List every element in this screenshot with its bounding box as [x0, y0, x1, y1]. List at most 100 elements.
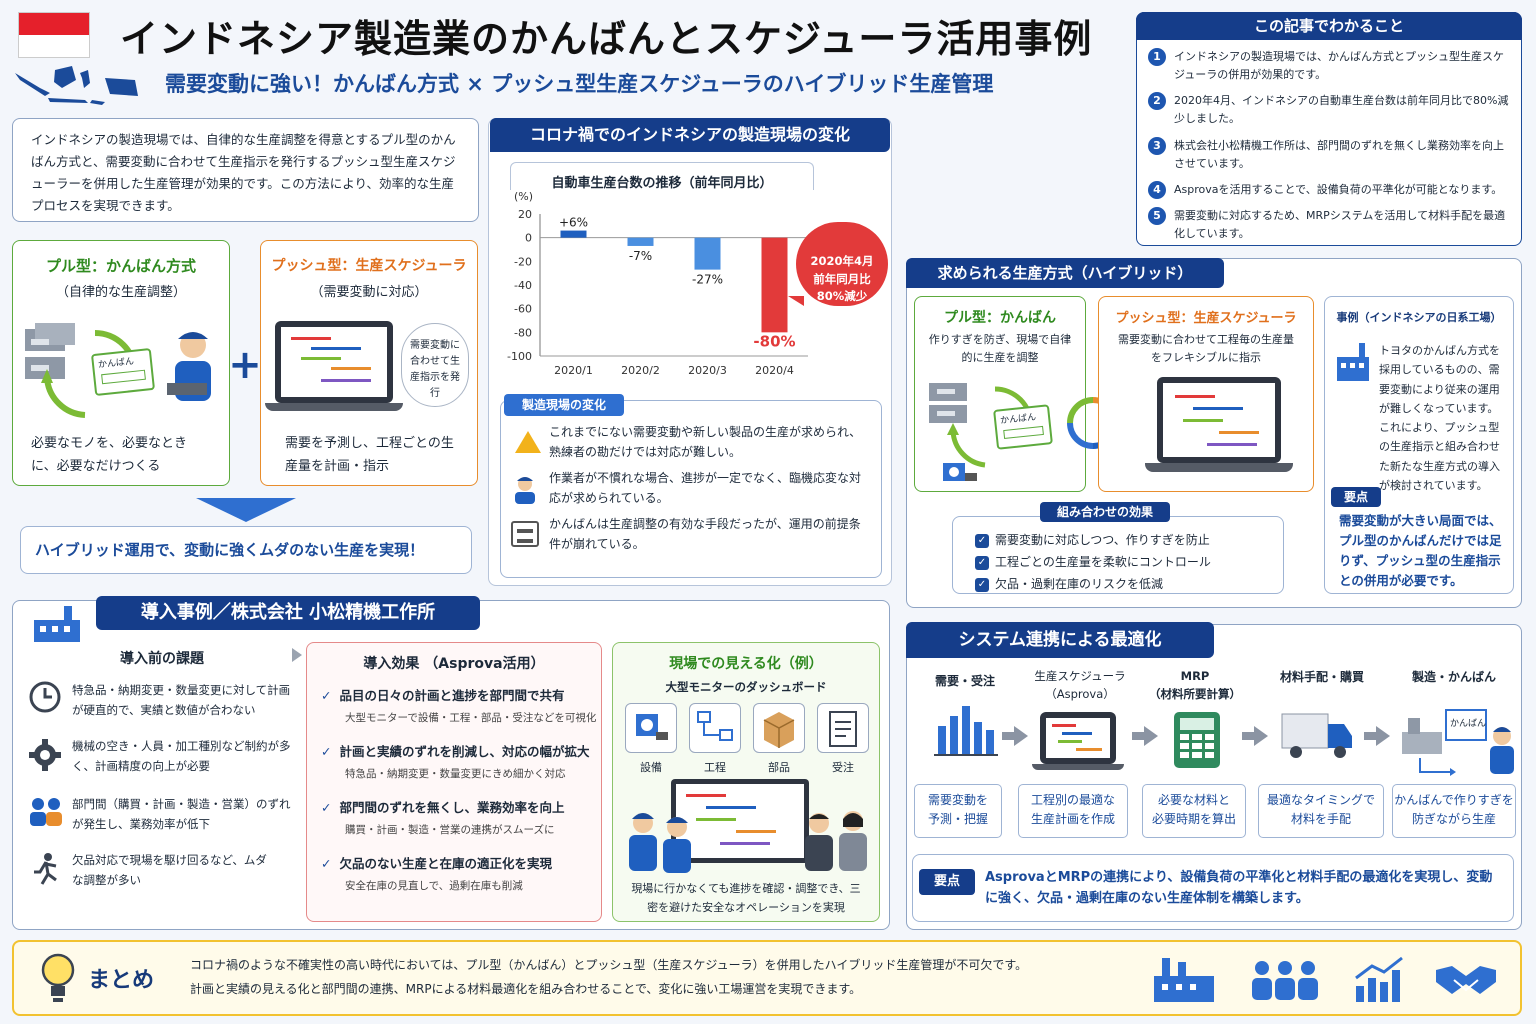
visual-item-3: 部品	[768, 761, 790, 774]
intro-text: インドネシアの製造現場では、自律的な生産調整を得意とするプル型のかんばん方式と、…	[31, 132, 456, 213]
y-tick-label: -100	[507, 350, 532, 363]
list-item: ✓品目の日々の計画と進捗を部門間で共有大型モニターで設備・工程・部品・受注などを…	[321, 688, 597, 724]
data-label: -27%	[692, 273, 723, 287]
equipment-icon	[625, 703, 677, 753]
visual-subtitle: 大型モニターのダッシュボード	[665, 680, 827, 694]
factory-kanban-icon	[1402, 709, 1514, 776]
matome-title: まとめ	[88, 968, 155, 993]
y-tick-label: -80	[514, 326, 532, 339]
hybrid-result-box: ハイブリッド運用で、変動に強くムダのない生産を実現！	[20, 526, 472, 574]
data-label: +6%	[559, 216, 588, 230]
effect-title: 組み合わせの効果	[1040, 502, 1170, 522]
clock-icon	[29, 681, 61, 713]
effect-list: ✓需要変動に対応しつつ、作りすぎを防止 ✓工程ごとの生産量を柔軟にコントロール …	[975, 529, 1211, 596]
visual-item-2: 工程	[704, 761, 726, 774]
kanban-card: かんばん	[90, 347, 156, 397]
chart-frame	[510, 162, 814, 190]
worker-icon	[167, 332, 211, 401]
y-axis-label: (%)	[514, 190, 533, 203]
matome-line-1: コロナ禍のような不確実性の高い時代においては、プル型（かんばん）とプッシュ型（生…	[190, 958, 1028, 972]
laptop-base	[1032, 764, 1124, 770]
people-icon	[30, 798, 62, 826]
check-icon: ✓	[975, 533, 989, 548]
flow-arrow-icon	[1132, 726, 1158, 746]
workers-group-icon	[629, 811, 867, 873]
laptop-base	[1145, 463, 1293, 472]
growth-chart-icon	[1355, 956, 1403, 1002]
push-desc: 需要を予測し、工程ごとの生産量を計画・指示	[285, 436, 454, 474]
list-item: ✓計画と実績のずれを削減し、対応の幅が拡大特急品・納期変更・数量変更にきめ細かく…	[321, 744, 590, 780]
case-title: 導入事例／株式会社 小松精機工作所	[96, 596, 480, 630]
y-tick-label: -60	[514, 303, 532, 316]
parts-box-icon	[753, 703, 805, 753]
push-subtitle: （需要変動に対応）	[310, 285, 428, 300]
push-title: プッシュ型：生産スケジューラ	[271, 258, 467, 274]
visual-title: 現場での見える化（例）	[669, 656, 823, 672]
down-arrow-icon	[196, 498, 296, 522]
chart-title: 自動車生産台数の推移（前年同月比）	[551, 176, 773, 191]
y-tick-label: 0	[525, 232, 532, 245]
step-3-box: 必要な材料と 必要時期を算出	[1142, 784, 1246, 838]
gear-icon	[29, 739, 61, 771]
lightbulb-icon	[41, 953, 75, 1002]
check-icon: ✓	[321, 856, 332, 871]
case-example-title: 事例（インドネシアの日系工場）	[1336, 311, 1502, 324]
boxes-icon	[25, 323, 75, 379]
before-item-4: 欠品対応で現場を駆け回るなど、ムダな調整が多い	[72, 853, 267, 888]
flow-arrow-icon	[292, 648, 302, 662]
flow-arrow-icon	[1242, 726, 1268, 746]
visual-caption: 現場に行かなくても進捗を確認・調整でき、三密を避けた安全なオペレーションを実現	[631, 882, 861, 915]
data-label: -7%	[629, 249, 652, 263]
callout-bubble: 2020年4月 前年同月比 80%減少	[796, 222, 888, 306]
kanban-card-icon	[511, 521, 539, 547]
x-tick-label: 2020/1	[554, 364, 593, 377]
data-label: -80%	[753, 332, 795, 350]
point-tag: 要点	[1331, 487, 1381, 507]
hybrid-pull-desc: 作りすぎを防ぎ、現場で自律的に生産を調整	[928, 333, 1072, 365]
pull-box: プル型：かんばん方式 （自律的な生産調整） かんばん 必要なモノを、必要なときに…	[12, 240, 230, 486]
changes-box: これまでにない需要変動や新しい製品の生産が求められ、熟練者の勘だけでは対応が難し…	[500, 400, 882, 578]
check-icon: ✓	[321, 688, 332, 703]
system-point-box: 要点 AsprovaとMRPの連携により、設備負荷の平準化と材料手配の最適化を実…	[912, 854, 1514, 922]
x-tick-label: 2020/3	[688, 364, 727, 377]
before-title: 導入前の課題	[120, 651, 204, 667]
system-title: システム連携による最適化	[906, 622, 1214, 658]
indonesia-map-icon	[15, 66, 138, 105]
step-1-box: 需要変動を 予測・把握	[914, 784, 1002, 838]
change-text-2: 作業者が不慣れな場合、進捗が一定でなく、臨機応変な対応が求められている。	[549, 471, 862, 505]
worker-icon	[515, 477, 535, 504]
callout-text: 2020年4月 前年同月比 80%減少	[810, 254, 874, 303]
check-icon: ✓	[975, 577, 989, 592]
effect-box: ✓需要変動に対応しつつ、作りすぎを防止 ✓工程ごとの生産量を柔軟にコントロール …	[952, 516, 1284, 594]
y-tick-label: 20	[518, 208, 532, 221]
handshake-icon	[1436, 966, 1496, 994]
changes-title: 製造現場の変化	[504, 394, 624, 416]
summary-box	[1136, 12, 1522, 246]
hybrid-push-box: プッシュ型：生産スケジューラ 需要変動に合わせて工程毎の生産量をフレキシブルに指…	[1098, 296, 1314, 492]
calculator-icon	[1174, 712, 1220, 768]
hybrid-push-desc: 需要変動に合わせて工程毎の生産量をフレキシブルに指示	[1118, 333, 1294, 365]
effect-list: ✓品目の日々の計画と進捗を部門間で共有大型モニターで設備・工程・部品・受注などを…	[321, 685, 599, 909]
check-icon: ✓	[975, 555, 989, 570]
chart-bar	[694, 237, 721, 270]
y-tick-label: -20	[514, 255, 532, 268]
push-box: プッシュ型：生産スケジューラ （需要変動に対応） 需要変動に合わせて生産指示を発…	[260, 240, 478, 486]
list-item: ✓部門間のずれを無くし、業務効率を向上購買・計画・製造・営業の連携がスムーズに	[321, 800, 565, 836]
y-tick-label: -40	[514, 279, 532, 292]
order-clipboard-icon	[817, 703, 869, 753]
flow-arrow-icon	[1364, 726, 1390, 746]
visual-item-1: 設備	[640, 761, 662, 774]
visual-box: 現場での見える化（例） 大型モニターのダッシュボード 設備 工程 部品 受注 現…	[612, 642, 880, 922]
step-4-head: 材料手配・購買	[1279, 670, 1364, 684]
chart-bar	[560, 230, 587, 238]
truck-icon	[1281, 713, 1352, 758]
x-tick-label: 2020/4	[755, 364, 794, 377]
x-tick-label: 2020/2	[621, 364, 660, 377]
before-item-2: 機械の空き・人員・加工種別など制約が多く、計画精度の向上が必要	[72, 739, 291, 774]
scheduler-laptop-icon	[1040, 712, 1116, 764]
point-text: 需要変動が大きい局面では、プル型のかんばんだけでは足りず、プッシュ型の生産指示と…	[1339, 513, 1502, 588]
pull-desc: 必要なモノを、必要なときに、必要なだけつくる	[31, 436, 188, 474]
